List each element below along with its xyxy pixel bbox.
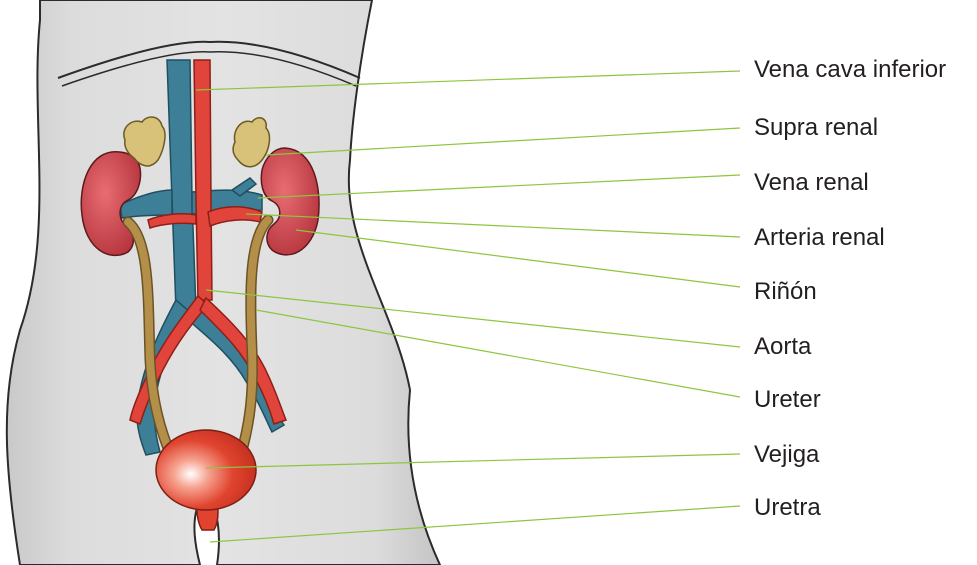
label-ureter: Ureter bbox=[754, 386, 821, 414]
label-vena-renal: Vena renal bbox=[754, 169, 869, 197]
label-arteria-renal: Arteria renal bbox=[754, 224, 885, 252]
label-uretra: Uretra bbox=[754, 494, 821, 522]
label-vejiga: Vejiga bbox=[754, 441, 819, 469]
label-vena-cava-inferior: Vena cava inferior bbox=[754, 56, 946, 84]
label-supra-renal: Supra renal bbox=[754, 114, 878, 142]
label-rinon: Riñón bbox=[754, 278, 817, 306]
bladder bbox=[156, 430, 256, 510]
label-aorta: Aorta bbox=[754, 333, 811, 361]
